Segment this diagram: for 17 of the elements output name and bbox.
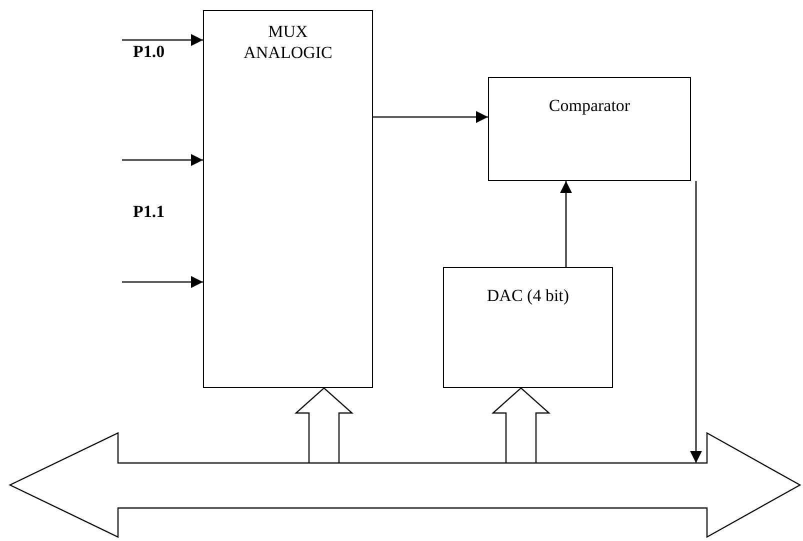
arrow	[122, 276, 203, 288]
hollow-arrow	[491, 387, 551, 464]
arrow	[690, 181, 702, 463]
pin-label: P1.1	[133, 202, 165, 222]
arrow	[560, 181, 572, 267]
hollow-arrow	[294, 387, 354, 464]
arrow	[122, 154, 203, 166]
pin-label: P1.0	[133, 42, 165, 62]
block-label: DAC (4 bit)	[486, 285, 570, 306]
block-label: Comparator	[548, 95, 630, 116]
block-box	[443, 267, 613, 388]
bus-double-arrow	[10, 433, 800, 537]
block-box	[488, 77, 691, 181]
block-box	[203, 10, 373, 388]
arrow	[122, 34, 203, 46]
block-label: MUX ANALOGIC	[242, 21, 334, 63]
arrow	[373, 111, 488, 123]
